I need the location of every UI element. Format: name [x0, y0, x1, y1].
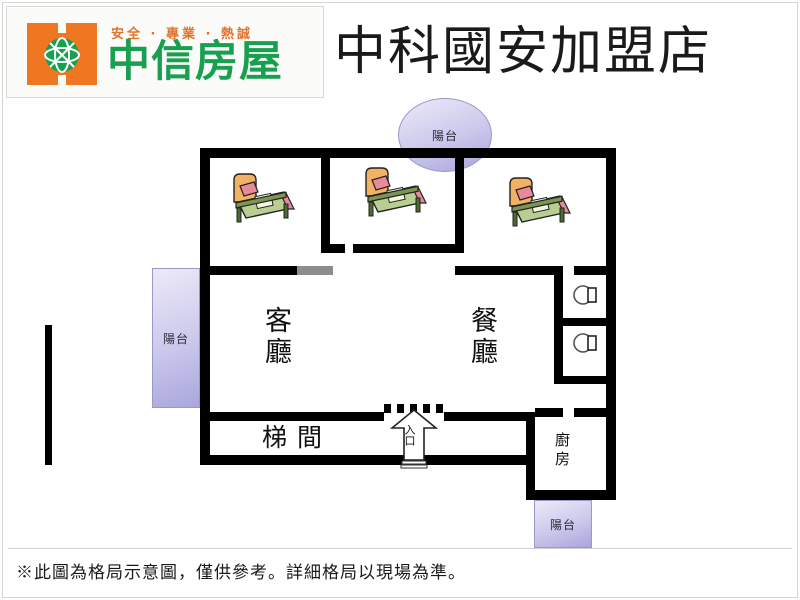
entrance-up-arrow-icon [390, 408, 438, 469]
wall-exterior-top [200, 148, 616, 158]
footer-divider [8, 548, 792, 549]
balcony-top-label: 陽台 [431, 128, 458, 143]
wall-bath-divider [554, 318, 616, 326]
brand-tagline: 安全 · 專業 · 熱誠 [111, 27, 253, 42]
wall-kitchen-bottom [526, 490, 616, 500]
wall-exterior-left [200, 148, 210, 464]
wall-bedroom1-bedroom2 [321, 158, 330, 253]
room-label-dining: 餐廳 [466, 306, 497, 368]
wall-bedroom2-bottom-left [321, 244, 345, 253]
balcony-bottom-right-label: 陽台 [549, 517, 576, 532]
brand-banner: 安全 · 專業 · 熱誠 中信房屋 [6, 6, 324, 98]
disclaimer-note: ※此圖為格局示意圖，僅供參考。詳細格局以現場為準。 [16, 563, 466, 583]
wall-bath2-bottom [554, 376, 616, 384]
wall-living-stair [200, 412, 384, 421]
balcony-bottom-right: 陽台 [534, 500, 592, 548]
wall-bedroom2-bottom-right [353, 244, 464, 253]
wall-bedroom3-bottom [455, 266, 563, 275]
wall-dining-bath-lower [554, 322, 563, 384]
balcony-top: 陽台 [398, 98, 492, 172]
balcony-left-label: 陽台 [162, 331, 189, 346]
wall-kitchen-left [526, 412, 535, 500]
wall-bedroom1-bottom [200, 266, 297, 275]
wall-dining-bath-upper [554, 266, 563, 322]
brand-name: 中信房屋 [107, 37, 283, 87]
exterior-marker-bar [45, 325, 52, 465]
wall-kitchen-top-right [574, 408, 616, 417]
wall-exterior-bottom [200, 455, 526, 465]
wall-dining-stair [444, 412, 526, 421]
wall-bedroom2-bedroom3 [455, 158, 464, 253]
globe-icon [44, 37, 80, 73]
wall-kitchen-top-left [535, 408, 563, 417]
room-label-living: 客廳 [260, 306, 291, 368]
chinatrust-logo-icon [27, 23, 97, 85]
balcony-left: 陽台 [152, 268, 200, 408]
entrance-label: 入口 [403, 424, 416, 446]
page-title: 中科國安加盟店 [334, 22, 713, 82]
wall-bath1-top [574, 266, 616, 275]
bed-icon-bedroom-2 [365, 167, 427, 217]
room-label-stairwell: 梯間 [262, 423, 333, 452]
door-bedroom1 [297, 266, 333, 275]
bed-icon-bedroom-1 [233, 173, 295, 223]
toilet-icon-bathroom-1 [573, 285, 597, 305]
bed-icon-bedroom-3 [509, 177, 571, 227]
entry-threshold [384, 404, 444, 413]
toilet-icon-bathroom-2 [573, 333, 597, 353]
room-label-kitchen: 廚房 [553, 432, 571, 470]
